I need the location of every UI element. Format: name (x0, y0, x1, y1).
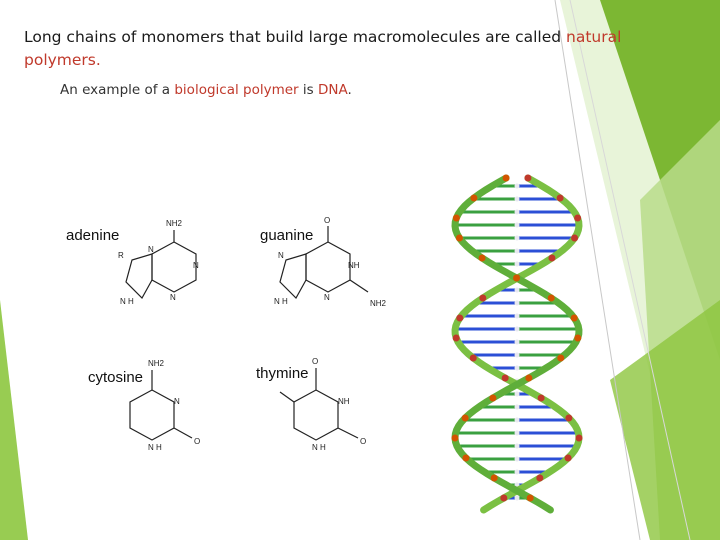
svg-text:N H: N H (120, 297, 134, 306)
adenine-structure: adenine NH2 R N N N N H (62, 212, 222, 326)
guanine-structure: guanine O NH NH2 N N N H (256, 212, 406, 326)
svg-text:NH2: NH2 (148, 359, 165, 368)
svg-text:NH: NH (338, 397, 350, 406)
subtext-part3: . (347, 82, 352, 98)
cytosine-structure: cytosine NH2 N O N H (86, 354, 216, 458)
svg-text:N H: N H (312, 443, 326, 452)
subtext-part2: is (298, 82, 318, 98)
thymine-label: thymine (256, 365, 309, 382)
subtext-highlight-dna: DNA (317, 82, 348, 98)
adenine-label: adenine (66, 227, 119, 244)
svg-text:O: O (194, 437, 200, 446)
svg-text:R: R (118, 251, 124, 260)
slide-subtext: An example of a biological polymer is DN… (60, 82, 352, 98)
svg-text:N H: N H (148, 443, 162, 452)
svg-text:N H: N H (274, 297, 288, 306)
svg-text:NH: NH (348, 261, 360, 270)
slide-heading: Long chains of monomers that build large… (24, 26, 664, 72)
svg-text:N: N (324, 293, 330, 302)
dna-helix-illustration (432, 172, 602, 526)
svg-text:O: O (360, 437, 366, 446)
subtext-part1: An example of a (60, 82, 175, 98)
heading-text: Long chains of monomers that build large… (24, 28, 567, 46)
heading-highlight: natural polymers. (24, 28, 622, 69)
svg-text:O: O (324, 216, 330, 225)
cytosine-label: cytosine (88, 369, 143, 386)
guanine-label: guanine (260, 227, 313, 244)
subtext-highlight-polymer: biological polymer (174, 82, 299, 98)
thymine-structure: thymine O NH O N H (254, 354, 384, 458)
svg-text:NH2: NH2 (166, 219, 183, 228)
svg-text:NH2: NH2 (370, 299, 387, 308)
svg-text:N: N (170, 293, 176, 302)
svg-text:O: O (312, 357, 318, 366)
svg-text:N: N (174, 397, 180, 406)
svg-text:N: N (278, 251, 284, 260)
svg-text:N: N (148, 245, 154, 254)
svg-text:N: N (193, 261, 199, 270)
